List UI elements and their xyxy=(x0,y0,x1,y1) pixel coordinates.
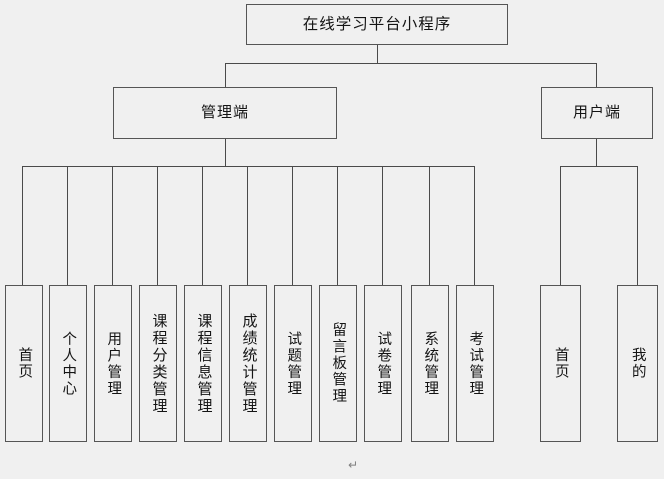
leaf-label: 试卷管理 xyxy=(375,330,392,397)
leaf-node-admin-6[interactable]: 成绩统计管理 xyxy=(229,285,267,442)
leaf-node-admin-4[interactable]: 课程分类管理 xyxy=(139,285,177,442)
paragraph-return-icon: ↵ xyxy=(348,458,359,472)
leaf-node-admin-10[interactable]: 系统管理 xyxy=(411,285,449,442)
connector-admin-drop-6 xyxy=(247,166,248,285)
connector-admin-drop-9 xyxy=(382,166,383,285)
leaf-label: 用户管理 xyxy=(105,330,122,397)
connector-admin-drop-2 xyxy=(67,166,68,285)
connector-user-drop-1 xyxy=(560,166,561,285)
node-admin[interactable]: 管理端 xyxy=(113,87,337,139)
connector-admin-drop-7 xyxy=(292,166,293,285)
leaf-label: 个人中心 xyxy=(60,330,77,397)
connector-admin-drop-3 xyxy=(112,166,113,285)
leaf-node-user-1[interactable]: 首页 xyxy=(540,285,581,442)
node-root-label: 在线学习平台小程序 xyxy=(302,15,452,33)
connector-admin-drop-5 xyxy=(202,166,203,285)
connector-admin-bus xyxy=(22,166,474,167)
leaf-node-admin-3[interactable]: 用户管理 xyxy=(94,285,132,442)
node-root[interactable]: 在线学习平台小程序 xyxy=(246,4,508,45)
connector-user-stem xyxy=(596,139,597,166)
connector-root-stem xyxy=(377,45,378,63)
leaf-label: 试题管理 xyxy=(285,330,302,397)
leaf-label: 首页 xyxy=(552,347,569,380)
connector-to-user xyxy=(596,63,597,87)
leaf-node-user-2[interactable]: 我的 xyxy=(617,285,658,442)
leaf-node-admin-1[interactable]: 首页 xyxy=(5,285,43,442)
leaf-node-admin-9[interactable]: 试卷管理 xyxy=(364,285,402,442)
connector-admin-drop-4 xyxy=(157,166,158,285)
connector-user-bus xyxy=(560,166,637,167)
connector-admin-drop-1 xyxy=(22,166,23,285)
leaf-node-admin-8[interactable]: 留言板管理 xyxy=(319,285,357,442)
leaf-label: 考试管理 xyxy=(467,330,484,397)
connector-user-drop-2 xyxy=(637,166,638,285)
leaf-label: 系统管理 xyxy=(422,330,439,397)
leaf-label: 课程信息管理 xyxy=(195,312,212,415)
leaf-label: 课程分类管理 xyxy=(150,312,167,415)
connector-admin-drop-10 xyxy=(429,166,430,285)
leaf-label: 留言板管理 xyxy=(330,322,347,405)
node-user[interactable]: 用户端 xyxy=(541,87,653,139)
connector-level1-bus xyxy=(225,63,596,64)
leaf-label: 我的 xyxy=(629,347,646,380)
node-admin-label: 管理端 xyxy=(200,104,249,121)
node-user-label: 用户端 xyxy=(572,104,621,121)
leaf-node-admin-5[interactable]: 课程信息管理 xyxy=(184,285,222,442)
leaf-node-admin-7[interactable]: 试题管理 xyxy=(274,285,312,442)
leaf-node-admin-11[interactable]: 考试管理 xyxy=(456,285,494,442)
connector-admin-drop-8 xyxy=(337,166,338,285)
leaf-label: 首页 xyxy=(16,347,33,380)
leaf-node-admin-2[interactable]: 个人中心 xyxy=(49,285,87,442)
connector-admin-drop-11 xyxy=(474,166,475,285)
leaf-label: 成绩统计管理 xyxy=(240,312,257,415)
connector-admin-stem xyxy=(225,139,226,166)
connector-to-admin xyxy=(225,63,226,87)
